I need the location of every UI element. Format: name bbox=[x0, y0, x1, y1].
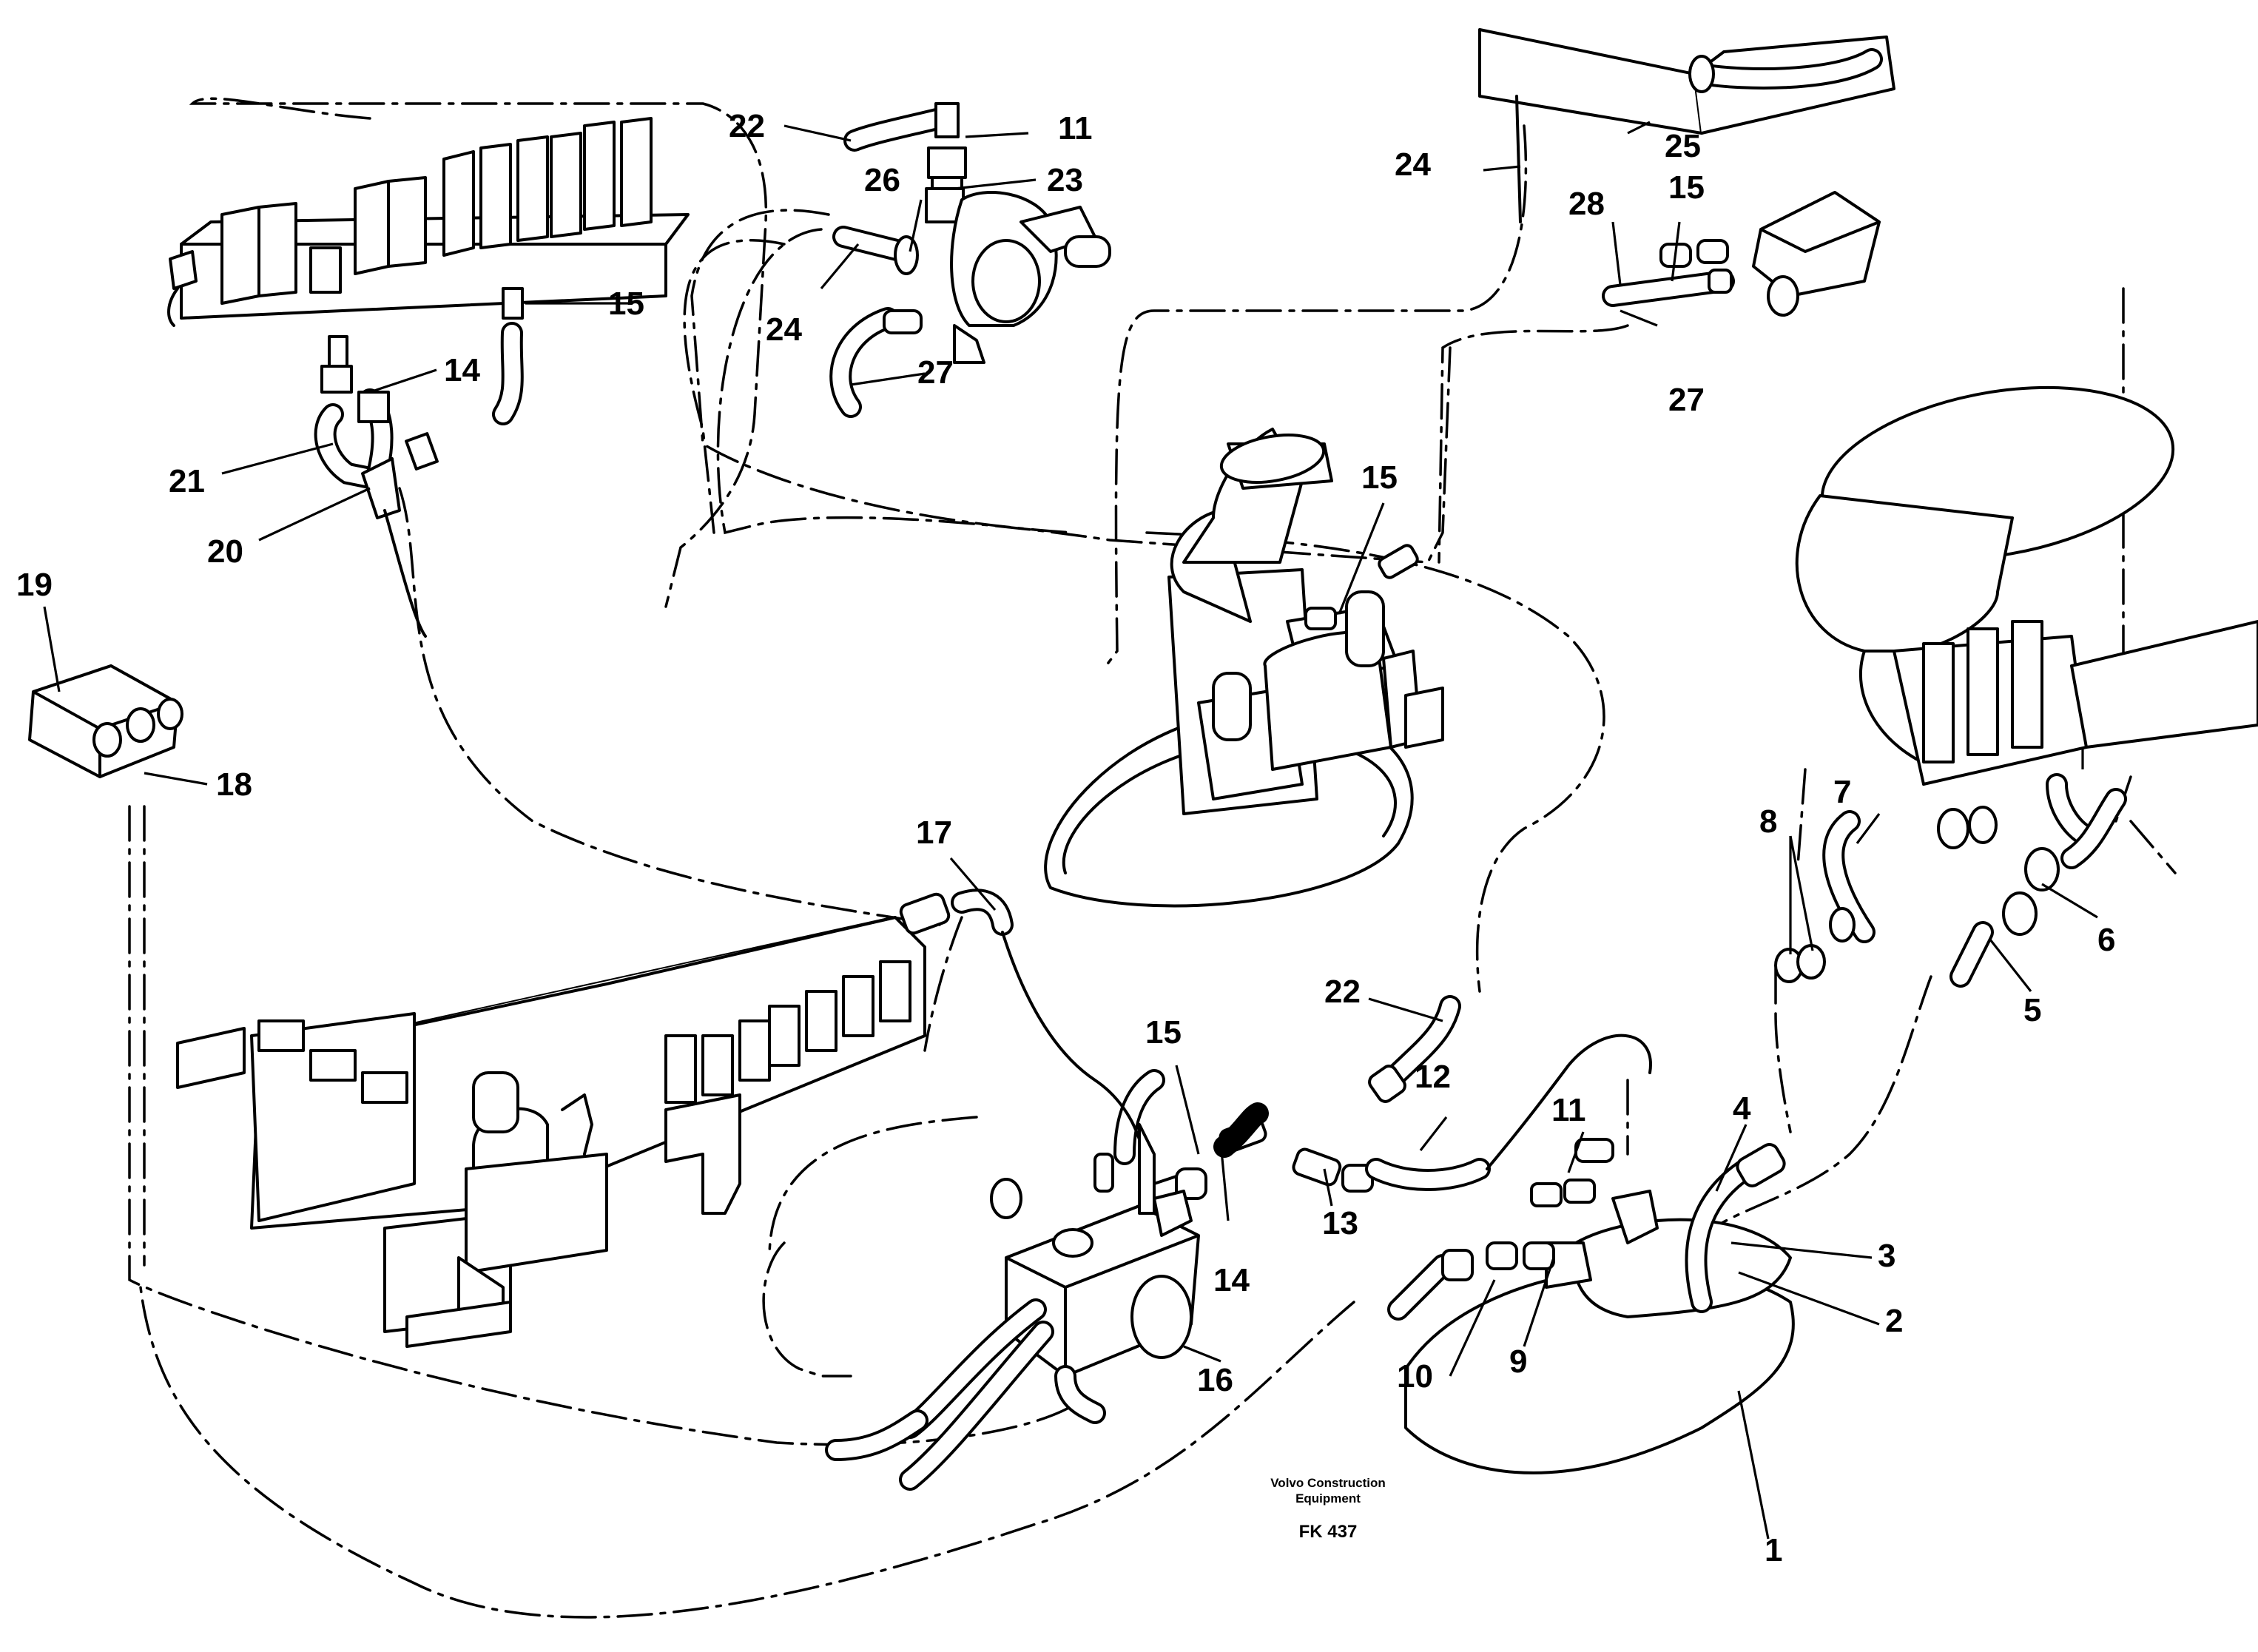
callout-27-top-right: 27 bbox=[1668, 382, 1705, 418]
callout-9: 9 bbox=[1509, 1343, 1527, 1380]
callout-13: 13 bbox=[1322, 1205, 1358, 1241]
leader-lines bbox=[43, 121, 2098, 1540]
callout-6: 6 bbox=[2097, 922, 2115, 958]
callout-22-lower: 22 bbox=[1324, 974, 1361, 1010]
manifold-block-16 bbox=[825, 1069, 1200, 1491]
callout-15-engine: 15 bbox=[1361, 459, 1398, 496]
callout-15-lower: 15 bbox=[1145, 1014, 1182, 1051]
callout-25: 25 bbox=[1665, 128, 1701, 164]
auxiliary-pump-top-center bbox=[829, 102, 1111, 418]
valve-block-top-right bbox=[1478, 28, 1895, 317]
callout-19: 19 bbox=[16, 567, 53, 603]
callout-28: 28 bbox=[1568, 186, 1605, 222]
callout-17: 17 bbox=[916, 815, 952, 851]
callout-1: 1 bbox=[1765, 1532, 1782, 1568]
callout-18: 18 bbox=[216, 766, 252, 803]
callout-20: 20 bbox=[207, 533, 243, 570]
air-intake-duct bbox=[1795, 385, 2258, 786]
callout-27-pump: 27 bbox=[917, 354, 954, 391]
figure-caption: Volvo Construction Equipment FK 437 bbox=[1270, 1476, 1386, 1542]
callout-15-top-left: 15 bbox=[608, 286, 644, 322]
callout-11-top: 11 bbox=[1058, 110, 1093, 146]
callout-7: 7 bbox=[1833, 774, 1851, 810]
callout-26: 26 bbox=[864, 162, 900, 198]
callout-24-top-right: 24 bbox=[1395, 146, 1431, 183]
engine-pump-unit bbox=[1044, 428, 1444, 908]
callout-8: 8 bbox=[1759, 803, 1777, 840]
caption-figure-code: FK 437 bbox=[1299, 1522, 1358, 1542]
callout-4: 4 bbox=[1733, 1090, 1751, 1127]
callout-labels: 1 2 3 4 5 6 7 8 9 10 11 11 12 13 14 14 1… bbox=[16, 108, 2115, 1568]
callout-10: 10 bbox=[1397, 1358, 1433, 1395]
callout-14-lower: 14 bbox=[1213, 1262, 1250, 1298]
callout-22-top: 22 bbox=[729, 108, 765, 144]
callout-24-pump: 24 bbox=[766, 311, 802, 348]
caption-company-line1: Volvo Construction bbox=[1270, 1476, 1386, 1490]
callout-23: 23 bbox=[1047, 162, 1083, 198]
hose-fitting-group-14 bbox=[314, 335, 439, 638]
hose-17 bbox=[899, 889, 1141, 1141]
callout-16: 16 bbox=[1197, 1362, 1233, 1398]
callout-14-top: 14 bbox=[444, 352, 480, 388]
fitting-15-engine bbox=[1304, 544, 1419, 630]
callout-2: 2 bbox=[1885, 1303, 1903, 1339]
callout-21: 21 bbox=[169, 463, 205, 499]
callout-11-lower: 11 bbox=[1551, 1092, 1586, 1128]
caption-company-line2: Equipment bbox=[1295, 1491, 1361, 1506]
callout-5: 5 bbox=[2023, 992, 2041, 1028]
solenoid-valve-bank-top bbox=[167, 117, 690, 327]
fitting-chain-center bbox=[1153, 995, 1659, 1321]
main-control-valve-assembly bbox=[176, 916, 926, 1348]
callout-3: 3 bbox=[1878, 1238, 1895, 1274]
callout-12: 12 bbox=[1415, 1059, 1451, 1095]
component-19-block bbox=[28, 664, 183, 778]
routing-lines bbox=[128, 97, 2177, 1619]
callout-15-top-right: 15 bbox=[1668, 169, 1705, 206]
hose-fitting-15-top-left bbox=[492, 287, 524, 425]
